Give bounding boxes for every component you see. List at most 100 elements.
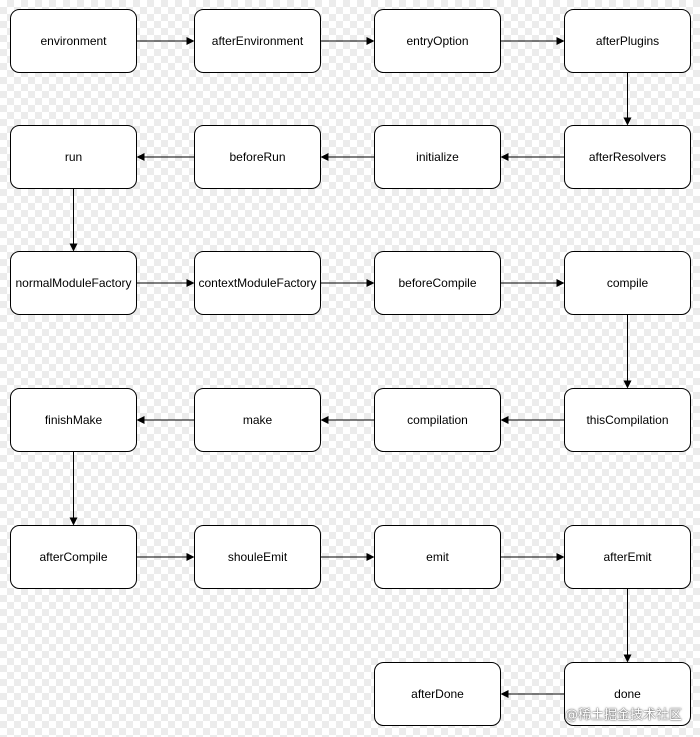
arrowhead-icon [366, 37, 375, 45]
edge-afterCompile-to-shouleEmit [136, 553, 195, 561]
node-box [194, 388, 321, 452]
arrowhead-icon [500, 153, 509, 161]
node-box [194, 251, 321, 315]
arrowhead-icon [320, 416, 329, 424]
node-label: compilation [407, 413, 468, 427]
node-box [10, 9, 137, 73]
edge-compilation-to-make [320, 416, 375, 424]
node-initialize: initialize [374, 125, 501, 189]
edge-environment-to-afterEnvironment [136, 37, 195, 45]
edge-afterEnvironment-to-entryOption [320, 37, 375, 45]
node-thisCompilation: thisCompilation [564, 388, 691, 452]
arrowhead-icon [186, 37, 195, 45]
node-label: contextModuleFactory [198, 276, 316, 290]
node-box [194, 125, 321, 189]
arrowhead-icon [500, 690, 509, 698]
node-label: done [614, 687, 641, 701]
node-afterEmit: afterEmit [564, 525, 691, 589]
node-label: afterPlugins [596, 34, 659, 48]
arrowhead-icon [623, 654, 632, 663]
arrowhead-icon [556, 37, 565, 45]
edge-done-to-afterDone [500, 690, 565, 698]
node-box [374, 662, 501, 726]
arrowhead-icon [186, 553, 195, 561]
arrowhead-icon [69, 243, 78, 252]
arrowhead-icon [136, 153, 145, 161]
node-finishMake: finishMake [10, 388, 137, 452]
node-box [374, 251, 501, 315]
node-contextModuleFactory: contextModuleFactory [194, 251, 321, 315]
node-box [374, 388, 501, 452]
node-entryOption: entryOption [374, 9, 501, 73]
node-box [10, 525, 137, 589]
node-run: run [10, 125, 137, 189]
node-afterPlugins: afterPlugins [564, 9, 691, 73]
nodes-layer: environment afterEnvironment entryOption af… [10, 9, 691, 726]
arrowhead-icon [320, 153, 329, 161]
edge-beforeCompile-to-compile [500, 279, 565, 287]
node-box [564, 9, 691, 73]
arrowhead-icon [366, 553, 375, 561]
node-label: environment [40, 34, 107, 48]
node-compile: compile [564, 251, 691, 315]
edge-shouleEmit-to-emit [320, 553, 375, 561]
node-compilation: compilation [374, 388, 501, 452]
node-box [10, 125, 137, 189]
node-label: compile [607, 276, 649, 290]
edge-emit-to-afterEmit [500, 553, 565, 561]
edge-beforeRun-to-run [136, 153, 195, 161]
node-label: afterResolvers [589, 150, 666, 164]
node-box [564, 662, 691, 726]
node-label: make [243, 413, 273, 427]
arrowhead-icon [136, 416, 145, 424]
node-shouleEmit: shouleEmit [194, 525, 321, 589]
node-box [564, 388, 691, 452]
watermark: @稀土掘金技术社区 [564, 708, 682, 723]
node-afterResolvers: afterResolvers [564, 125, 691, 189]
arrowhead-icon [186, 279, 195, 287]
edge-afterResolvers-to-initialize [500, 153, 565, 161]
node-label: initialize [416, 150, 459, 164]
node-box [194, 9, 321, 73]
node-label: beforeRun [229, 150, 285, 164]
node-box [564, 125, 691, 189]
node-label: thisCompilation [586, 413, 668, 427]
edge-afterPlugins-to-afterResolvers [623, 72, 632, 126]
node-make: make [194, 388, 321, 452]
node-label: run [65, 150, 82, 164]
node-normalModuleFactory: normalModuleFactory [10, 251, 137, 315]
node-beforeCompile: beforeCompile [374, 251, 501, 315]
edge-thisCompilation-to-compilation [500, 416, 565, 424]
node-label: normalModuleFactory [15, 276, 131, 290]
node-beforeRun: beforeRun [194, 125, 321, 189]
node-label: finishMake [45, 413, 103, 427]
node-afterEnvironment: afterEnvironment [194, 9, 321, 73]
node-label: entryOption [406, 34, 468, 48]
node-box [10, 388, 137, 452]
edge-finishMake-to-afterCompile [69, 451, 78, 526]
node-emit: emit [374, 525, 501, 589]
edge-afterEmit-to-done [623, 588, 632, 663]
node-box [564, 251, 691, 315]
edge-make-to-finishMake [136, 416, 195, 424]
edge-contextModuleFactory-to-beforeCompile [320, 279, 375, 287]
node-environment: environment [10, 9, 137, 73]
node-label: afterDone [411, 687, 464, 701]
node-box [374, 125, 501, 189]
node-box [374, 525, 501, 589]
node-box [194, 525, 321, 589]
arrowhead-icon [556, 279, 565, 287]
edges-layer [69, 37, 632, 698]
node-label: afterEmit [603, 550, 652, 564]
node-label: shouleEmit [228, 550, 288, 564]
node-label: emit [426, 550, 449, 564]
node-box [374, 9, 501, 73]
node-afterCompile: afterCompile [10, 525, 137, 589]
node-afterDone: afterDone [374, 662, 501, 726]
arrowhead-icon [500, 416, 509, 424]
edge-entryOption-to-afterPlugins [500, 37, 565, 45]
arrowhead-icon [623, 117, 632, 126]
arrowhead-icon [69, 517, 78, 526]
edge-initialize-to-beforeRun [320, 153, 375, 161]
node-box [10, 251, 137, 315]
